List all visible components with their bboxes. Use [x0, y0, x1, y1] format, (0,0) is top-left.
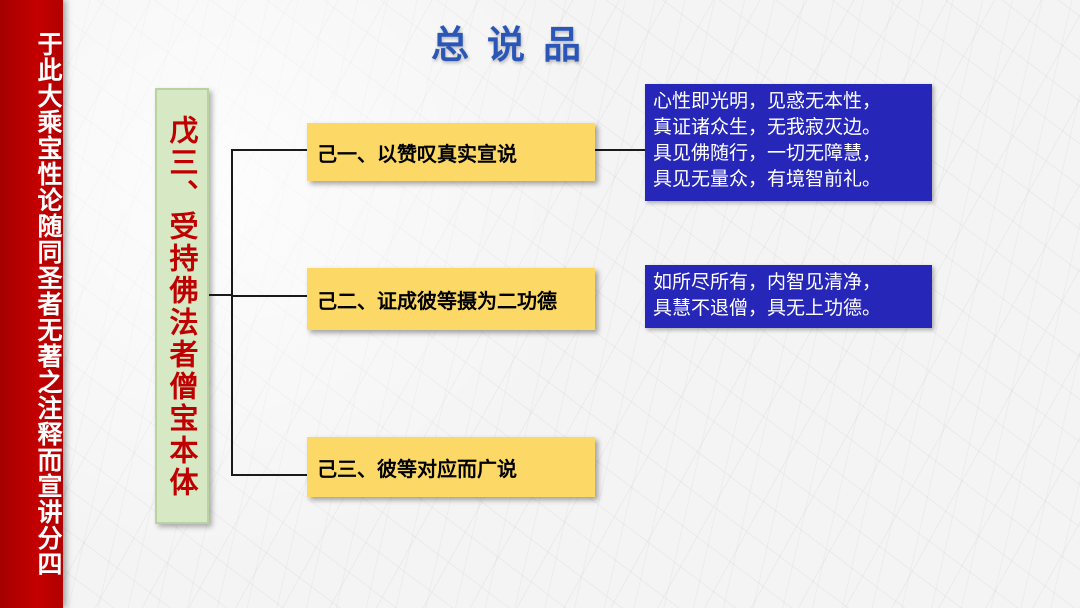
branch-node-3-label: 己三、彼等对应而广说 [317, 456, 517, 481]
verse-line: 具见无量众，有境智前礼。 [653, 168, 882, 190]
sidebar-caption: 于此大乘宝性论随同圣者无著之注释而宣讲分四 [34, 31, 63, 577]
connector-note-1 [595, 149, 645, 151]
verse-line: 如所尽所有，内智见清净， [653, 271, 882, 293]
verse-line: 心性即光明，见惑无本性， [653, 90, 882, 112]
connector-branch-2 [231, 295, 307, 297]
connector-branch-3 [231, 474, 307, 476]
root-node-label: 戊三、受持佛法者僧宝本体 [165, 115, 199, 499]
branch-node-2-label: 己二、证成彼等摄为二功德 [317, 288, 557, 313]
verse-note-1: 心性即光明，见惑无本性， 真证诸众生，无我寂灭边。 具见佛随行，一切无障慧， 具… [645, 84, 932, 201]
connector-trunk [231, 149, 233, 476]
verse-line: 具见佛随行，一切无障慧， [653, 142, 882, 164]
root-node: 戊三、受持佛法者僧宝本体 [155, 88, 209, 524]
verse-line: 真证诸众生，无我寂灭边。 [653, 116, 882, 138]
branch-node-2: 己二、证成彼等摄为二功德 [307, 268, 595, 330]
branch-node-3: 己三、彼等对应而广说 [307, 437, 595, 497]
connector-branch-1 [231, 149, 307, 151]
sidebar-banner: 于此大乘宝性论随同圣者无著之注释而宣讲分四 [0, 0, 63, 608]
branch-node-1: 己一、以赞叹真实宣说 [307, 123, 595, 181]
page-title: 总说品 [430, 23, 599, 67]
connector-root-stem [209, 294, 233, 296]
branch-node-1-label: 己一、以赞叹真实宣说 [317, 141, 517, 166]
verse-note-2: 如所尽所有，内智见清净， 具慧不退僧，具无上功德。 [645, 265, 932, 328]
verse-line: 具慧不退僧，具无上功德。 [653, 297, 882, 319]
